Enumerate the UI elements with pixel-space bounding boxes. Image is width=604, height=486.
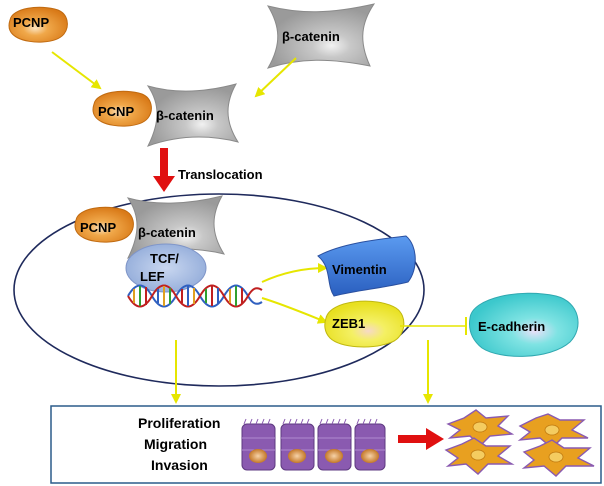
epithelial-cell [241, 418, 276, 471]
mesenchymal-cell [446, 409, 515, 447]
nucleus-outline [13, 193, 425, 387]
epithelial-cells [241, 418, 386, 471]
mesenchymal-cell [521, 439, 595, 477]
zeb1-protein: ZEB1 [324, 300, 405, 348]
dna-to-zeb1-arrow [261, 297, 328, 324]
tcf-lef-label-line1: TCF/ [150, 251, 179, 266]
beta-catenin-complex-label: β-catenin [156, 108, 214, 123]
pcnp-beta-catenin-complex: PCNP β-catenin [92, 83, 240, 147]
epithelial-cell [354, 418, 386, 471]
emt-transition-arrow [398, 428, 444, 450]
mesenchymal-cells [444, 409, 595, 477]
pcnp-top-label: PCNP [13, 15, 49, 30]
translocation-arrow [153, 148, 175, 192]
outcome-migration-label: Migration [144, 436, 207, 452]
epithelial-cell [280, 418, 315, 471]
pcnp-to-complex-arrow [51, 51, 102, 90]
pcnp-protein-top: PCNP [8, 6, 68, 43]
beta-catenin-nucleus-label: β-catenin [138, 225, 196, 240]
vimentin-protein: Vimentin [317, 235, 416, 297]
epithelial-cell [317, 418, 352, 471]
tcf-lef-label-line2: LEF [140, 269, 165, 284]
pcnp-complex-label: PCNP [98, 104, 134, 119]
e-cadherin-label: E-cadherin [478, 319, 545, 334]
translocation-label: Translocation [178, 167, 263, 182]
beta-catenin-to-complex-arrow [254, 57, 297, 98]
mesenchymal-cell [517, 413, 589, 449]
nuclear-beta-catenin [126, 195, 226, 259]
dna-helix [127, 284, 263, 308]
e-cadherin-protein: E-cadherin [469, 292, 579, 357]
pcnp-nucleus-label: PCNP [80, 220, 116, 235]
nuclear-pcnp: PCNP [74, 206, 134, 243]
outcome-invasion-label: Invasion [151, 457, 208, 473]
tcf-lef-factor: TCF/ LEF [125, 243, 207, 293]
vimentin-label: Vimentin [332, 262, 387, 277]
outcome-proliferation-label: Proliferation [138, 415, 220, 431]
zeb1-label: ZEB1 [332, 316, 365, 331]
mesenchymal-cell [444, 437, 515, 475]
beta-catenin-top-label: β-catenin [282, 29, 340, 44]
beta-catenin-protein-top: β-catenin [266, 3, 376, 69]
zeb1-inhibits-e-cadherin [400, 317, 467, 335]
dna-to-vimentin-arrow [261, 263, 328, 283]
